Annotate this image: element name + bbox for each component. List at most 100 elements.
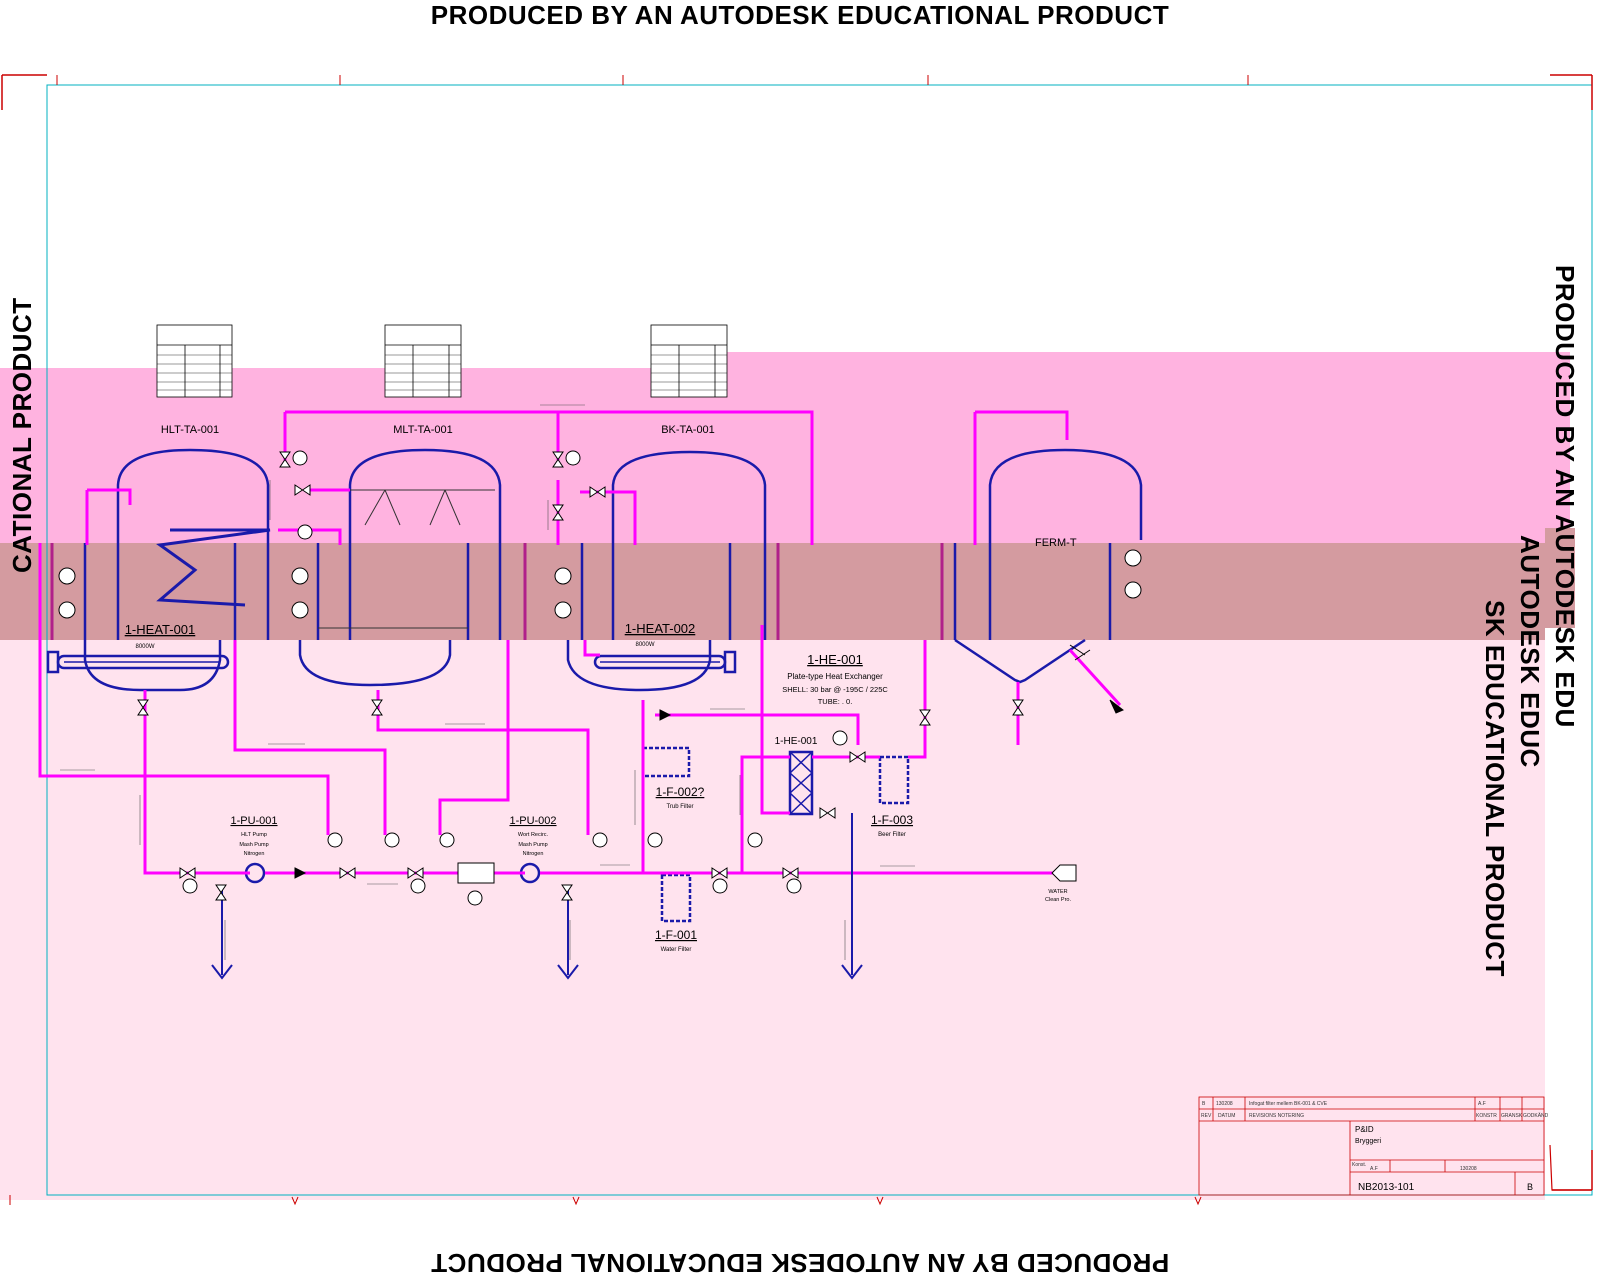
vessels — [46, 448, 1143, 923]
label-inlet-sub: Clean Pro. — [1045, 897, 1071, 903]
label-bk: BK-TA-001 — [661, 424, 715, 436]
label-he-title: Plate-type Heat Exchanger — [787, 672, 883, 681]
instrument-mlt-1 — [291, 567, 309, 585]
bk-vessel — [566, 450, 767, 692]
valve-5 — [782, 867, 799, 879]
mlt-vessel — [298, 448, 502, 687]
check-valve-pump1 — [294, 867, 307, 879]
actuator-4 — [786, 878, 802, 894]
valve-10 — [215, 884, 227, 901]
actuator-10 — [747, 832, 763, 848]
drain-lines — [211, 813, 863, 980]
label-ferm: FERM-T — [1035, 537, 1077, 549]
valve-13 — [552, 451, 564, 468]
label-he: 1-HE-001 — [807, 652, 863, 667]
label-f2: 1-F-002? — [656, 785, 705, 799]
pipe-hlt-drain-to-pump — [143, 690, 250, 875]
pipe-hlt-inlet — [87, 488, 132, 505]
valve-3 — [407, 867, 424, 879]
instrument-hlt-2 — [58, 601, 76, 619]
valve-4 — [711, 867, 728, 879]
hlt-vessel — [83, 448, 270, 692]
label-inlet: WATER — [1048, 889, 1067, 895]
watermark-right-2: AUTODESK EDUC — [1515, 535, 1545, 768]
label-pu2: 1-PU-002 — [509, 815, 556, 827]
instrument-bk-1 — [554, 567, 572, 585]
valve-9 — [1012, 699, 1024, 716]
label-mlt: MLT-TA-001 — [393, 424, 453, 436]
labels: HLT-TA-001 MLT-TA-001 BK-TA-001 FERM-T 1… — [125, 424, 1549, 1193]
tb-h-godkand: GODKÄND — [1523, 1112, 1549, 1119]
band-mauve — [0, 543, 1545, 640]
frame-top-ticks — [56, 75, 1249, 85]
tb-date-value: 130208 — [1460, 1166, 1477, 1172]
watermark-left: CATIONAL PRODUCT — [7, 297, 37, 573]
hlt-heating-coil — [156, 528, 271, 607]
instrument-bk-2 — [554, 601, 572, 619]
instrument-flow — [467, 890, 483, 906]
label-f3: 1-F-003 — [871, 813, 913, 827]
instrument-ferm-2 — [1124, 581, 1142, 599]
drain-3 — [841, 813, 863, 980]
watermark-right-3: SK EDUCATIONAL PRODUCT — [1480, 600, 1510, 977]
pipe-band-verticals — [50, 543, 944, 640]
pipe-he-water — [740, 755, 790, 873]
valve-18 — [819, 807, 836, 819]
label-f1: 1-F-001 — [655, 928, 697, 942]
valve-14 — [552, 504, 564, 521]
actuator-3 — [712, 878, 728, 894]
valve-12 — [279, 451, 291, 468]
drawing-frame — [1, 74, 1593, 1206]
tb-title: P&ID — [1355, 1125, 1374, 1134]
drain-1 — [211, 890, 233, 980]
instrument-hlt-1 — [58, 567, 76, 585]
pipe-ferm-top — [975, 410, 1069, 440]
ferm-vessel — [954, 448, 1143, 684]
pipe-top-header — [285, 410, 814, 545]
hlt-heater-element — [46, 650, 230, 674]
actuator-13 — [832, 730, 848, 746]
label-hlt: HLT-TA-001 — [161, 424, 219, 436]
title-block — [1198, 1096, 1592, 1196]
label-pu1-desc-1: HLT Pump — [241, 832, 267, 838]
pipe-mlt-recirc — [438, 640, 510, 835]
label-he-short: 1-HE-001 — [775, 736, 818, 747]
tb-drawn-value: A.F — [1370, 1166, 1378, 1172]
tb-h-gransk: GRANSK — [1501, 1113, 1523, 1119]
pipe-bk-lower — [583, 640, 600, 657]
bk-heater-element — [593, 650, 737, 674]
tb-rev-2: 130208 — [1216, 1101, 1233, 1107]
tb-h-konstr: KONSTR — [1476, 1113, 1497, 1119]
pipe-he-inlet — [760, 625, 790, 815]
heat-exchanger-symbol — [788, 750, 814, 816]
tb-subtitle: Bryggeri — [1355, 1138, 1382, 1145]
actuator-7 — [439, 832, 455, 848]
valve-7 — [371, 699, 383, 716]
label-f2-desc: Trub Filter — [666, 804, 693, 810]
label-pu2-desc-1: Wort Recirc. — [518, 832, 549, 838]
label-f1-desc: Water Filter — [661, 947, 692, 953]
valve-11 — [561, 884, 573, 901]
valves — [58, 450, 1142, 906]
label-heat2: 1-HEAT-002 — [625, 621, 696, 636]
tb-h-datum: DATUM — [1218, 1113, 1235, 1119]
ferm-outlet-arrow — [1109, 699, 1124, 714]
band-mauve-edge — [1545, 528, 1575, 628]
label-pu1: 1-PU-001 — [230, 815, 277, 827]
actuator-2 — [410, 878, 426, 894]
label-pu2-desc-2: Mash Pump — [518, 842, 547, 848]
valve-17 — [849, 751, 866, 763]
valve-1 — [179, 867, 196, 879]
band-pink-left — [0, 368, 720, 543]
actuator-6 — [384, 832, 400, 848]
actuator-1 — [182, 878, 198, 894]
check-valve-bk — [659, 709, 672, 721]
frame-border — [46, 84, 1593, 1196]
label-pu1-desc-2: Mash Pump — [239, 842, 268, 848]
tb-rev-4: A.F — [1478, 1101, 1486, 1107]
valve-16 — [589, 486, 606, 498]
tb-drawing-no: NB2013-101 — [1358, 1182, 1415, 1193]
valve-15 — [294, 484, 311, 496]
instrument-mlt-2 — [291, 601, 309, 619]
